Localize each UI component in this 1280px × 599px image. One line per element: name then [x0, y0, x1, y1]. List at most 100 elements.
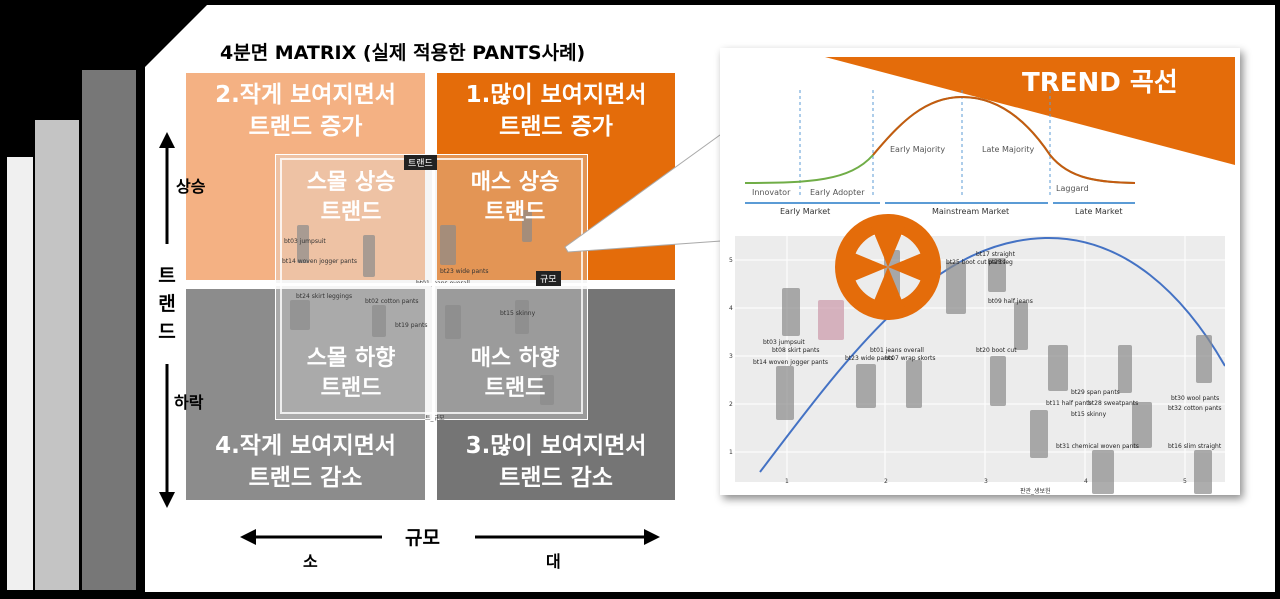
pants-thumb [297, 225, 309, 263]
inner-item-label: bt23 wide pants [440, 268, 489, 275]
pants-thumb [1048, 345, 1068, 391]
inner-item-label: bt14 woven jogger pants [282, 258, 358, 265]
axis-scale-word: 규모 [405, 527, 440, 549]
stage-innovator: Innovator [752, 188, 791, 197]
panel-corner [145, 5, 207, 67]
pants-thumb [906, 360, 922, 408]
scatter-label: bt23 wide pants [845, 355, 894, 362]
stage-early-majority: Early Majority [890, 145, 946, 154]
quadrant-1-label: 1.많이 보여지면서 트랜드 증가 [465, 82, 647, 140]
orange-target-icon [835, 214, 941, 320]
callout-connector [564, 134, 736, 253]
axis-small-label: 소 [303, 552, 318, 571]
pants-thumb [856, 364, 876, 408]
inner-item-label: bt15 skinny [500, 310, 536, 317]
y-tick: 1 [729, 449, 733, 456]
stair-step-2 [33, 118, 81, 592]
scatter-label: bt31 chemical woven pants [1056, 443, 1139, 450]
pants-thumb [440, 225, 456, 265]
pants-thumb [540, 375, 554, 405]
pants-thumb [290, 300, 310, 330]
quadrant-1: 1.많이 보여지면서 트랜드 증가 [437, 73, 675, 280]
y-tick: 2 [729, 401, 733, 408]
pants-thumb [522, 210, 532, 242]
inner-item-label: bt02 cotton pants [365, 298, 419, 305]
scatter-label: bt07 wrap skorts [885, 355, 936, 362]
scatter-label: bt16 slim straight [1168, 443, 1222, 450]
quadrant-3-label: 3.많이 보여지면서 트랜드 감소 [465, 433, 647, 491]
x-tick: 2 [884, 478, 888, 485]
pants-thumb [1092, 450, 1114, 494]
x-axis-label: 판관_생보헌 [1020, 488, 1051, 495]
stage-laggard: Laggard [1056, 184, 1089, 193]
axis-down-label: 하락 [174, 393, 204, 412]
pants-thumb [363, 235, 375, 277]
stage-early-adopter: Early Adopter [810, 188, 865, 197]
scatter-label: bt03 jumpsuit [763, 339, 805, 346]
axis-up-label: 상승 [176, 177, 206, 196]
pants-thumb [1194, 450, 1212, 494]
horizontal-axis-arrow [240, 529, 660, 545]
inner-divider-vertical [432, 154, 435, 420]
scatter-label: bt29 span pants [1071, 389, 1120, 396]
inner-scale-tag: 규모 [536, 271, 561, 286]
axis-large-label: 대 [546, 552, 561, 571]
quadrant-4: 4.작게 보여지면서 트랜드 감소 [186, 289, 425, 500]
scatter-label: bt14 woven jogger pants [753, 359, 829, 366]
x-tick: 3 [984, 478, 988, 485]
scatter-label: bt25 boot cut pants [946, 259, 1006, 266]
x-tick: 5 [1183, 478, 1187, 485]
pants-thumb [782, 288, 800, 336]
pants-thumb [1030, 410, 1048, 458]
quadrant-3: 3.많이 보여지면서 트랜드 감소 [437, 289, 675, 500]
pants-thumb [988, 258, 1006, 292]
inner-mass-down: 매스 하향 트랜드 [470, 346, 560, 401]
inner-mass-up: 매스 상승 트랜드 [470, 170, 560, 225]
pants-thumb [445, 305, 461, 339]
pants-thumb [776, 366, 794, 420]
inner-trend-tag: 트랜드 [404, 155, 437, 170]
market-mainstream: Mainstream Market [932, 207, 1010, 216]
scatter-label: bt15 skinny [1071, 411, 1107, 418]
stage-late-majority: Late Majority [982, 145, 1035, 154]
trend-banner [825, 57, 1235, 165]
scatter-label: bt32 cotton pants [1168, 405, 1222, 412]
inner-item-label: bt03 jumpsuit [284, 238, 326, 245]
quadrant-2-label: 2.작게 보여지면서 트랜드 증가 [215, 82, 396, 140]
inner-matrix [275, 154, 588, 420]
pants-thumb [1196, 335, 1212, 383]
pants-thumb [1014, 302, 1028, 350]
inner-item-label: bt24 skirt leggings [296, 293, 353, 300]
pants-thumb [1132, 402, 1152, 448]
adoption-curve [744, 90, 1136, 204]
x-tick: 1 [785, 478, 789, 485]
scatter-label: bt01 jeans overall [870, 347, 924, 354]
scatter-label: bt17 straight [976, 251, 1015, 258]
inner-small-up: 스몰 상승 트랜드 [306, 170, 396, 225]
x-tick: 4 [1084, 478, 1088, 485]
pants-thumb [372, 305, 386, 337]
pants-thumb [818, 300, 844, 340]
inner-divider-horizontal [275, 283, 588, 286]
quadrant-2: 2.작게 보여지면서 트랜드 증가 [186, 73, 425, 280]
y-tick: 3 [729, 353, 733, 360]
stair-step-1 [5, 155, 35, 592]
scatter-label: bt30 wool pants [1171, 395, 1220, 402]
inner-item-label: bt19 pants [395, 322, 428, 329]
trend-title: TREND 곡선 [1022, 68, 1178, 98]
scatter-label: bt28 sweatpants [1088, 400, 1139, 407]
pants-thumb [1118, 345, 1132, 393]
y-tick: 5 [729, 257, 733, 264]
quadrant-4-label: 4.작게 보여지면서 트랜드 감소 [215, 433, 396, 491]
market-early: Early Market [780, 207, 831, 216]
scatter-label: bt25 leg [988, 259, 1013, 266]
pants-thumb [946, 262, 966, 314]
axis-trend-word: 트 랜 드 [158, 265, 176, 343]
vertical-axis-arrow [159, 132, 175, 508]
stair-step-3 [80, 68, 138, 592]
page-title: 4분면 MATRIX (실제 적용한 PANTS사례) [220, 42, 586, 64]
scatter-label: bt08 skirt pants [772, 347, 820, 354]
inner-small-down: 스몰 하향 트랜드 [306, 346, 396, 401]
scatter-label: bt11 half pants [1046, 400, 1092, 407]
scatter-label: bt09 half jeans [988, 298, 1033, 305]
